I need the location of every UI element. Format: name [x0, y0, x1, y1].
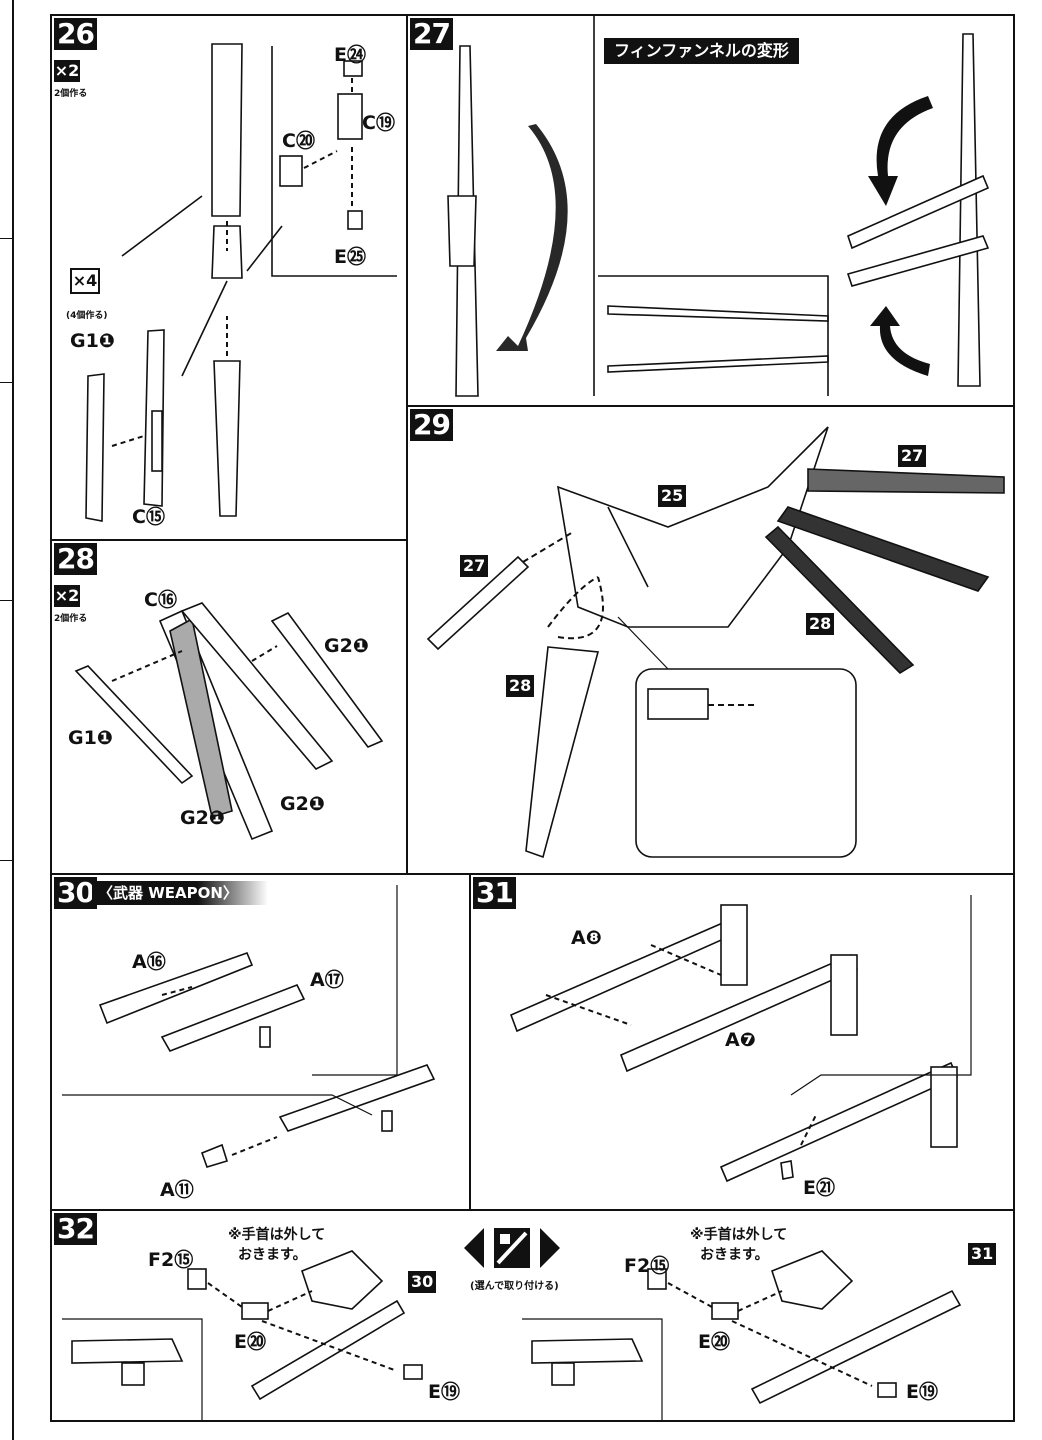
previous-page-edge: [0, 0, 14, 1440]
multiplier-badge: ×2: [54, 585, 80, 607]
part-label: E⑲: [906, 1381, 938, 1403]
part-label: C⑯: [144, 589, 177, 611]
step-number: 30: [54, 877, 97, 909]
section-title: フィンファンネルの変形: [604, 38, 799, 64]
step-31-illustration: [509, 895, 972, 1183]
step-30-illustration: [62, 885, 436, 1168]
step-31-panel: 31 A❽ A❼ E㉑: [469, 873, 1015, 1211]
wrist-note-left: ※手首は外して おきます。: [228, 1225, 325, 1265]
section-title: 〈武器 WEAPON〉: [92, 881, 268, 905]
step-29-illustration: [426, 426, 1005, 859]
step-26-panel: 26 ×2 2個作る ×4 (4個作る): [50, 14, 408, 541]
part-label: E⑲: [428, 1381, 460, 1403]
step-number: 29: [410, 409, 453, 441]
part-label: A⑪: [160, 1179, 194, 1201]
step-reference: 28: [806, 613, 835, 635]
edge-divider: [0, 600, 12, 601]
step-number: 28: [54, 543, 97, 575]
edge-divider: [0, 238, 12, 239]
multiplier-note-sub: (4個作る): [66, 311, 108, 321]
step-27-illustration: [447, 16, 990, 397]
multiplier-note: 2個作る: [54, 614, 88, 624]
note-line: ※手首は外して: [228, 1227, 326, 1243]
step-reference: 28: [506, 675, 535, 697]
step-30-panel: 30 〈武器 WEAPON〉 A⑯ A⑰ A⑪: [50, 873, 471, 1211]
part-label: G1❶: [70, 330, 115, 352]
step-reference: 25: [658, 485, 687, 507]
step-number: 27: [410, 18, 453, 50]
choose-one-icon: [464, 1228, 560, 1268]
part-label: A❼: [725, 1029, 756, 1051]
part-label: G1❶: [68, 727, 113, 749]
part-label: A❽: [571, 927, 602, 949]
step-reference: 27: [460, 555, 489, 577]
multiplier-badge-sub: ×4: [70, 268, 100, 294]
note-line: ※手首は外して: [690, 1227, 788, 1243]
part-label: G2❶: [324, 635, 369, 657]
step-32-illustration: [62, 1250, 962, 1420]
part-label: E⑳: [234, 1331, 266, 1353]
step-28-illustration: [74, 602, 384, 841]
part-label: C⑳: [282, 130, 315, 152]
edge-divider: [0, 382, 12, 383]
note-line: おきます。: [238, 1247, 307, 1263]
part-label: C⑲: [362, 112, 395, 134]
multiplier-badge: ×2: [54, 60, 80, 82]
step-number: 26: [54, 18, 97, 50]
part-label: E㉕: [334, 246, 366, 268]
part-label: G2❶: [280, 793, 325, 815]
step-27-panel: 27 フィンファンネルの変形: [406, 14, 1015, 407]
part-label: F2⑮: [624, 1255, 670, 1277]
step-29-panel: 29 25 27 27 28 28: [406, 405, 1015, 875]
step-number: 32: [54, 1213, 97, 1245]
step-28-panel: 28 ×2 2個作る C⑯ G2❶ G1❶ G2❶ G2❶: [50, 539, 408, 875]
part-label: F2⑮: [148, 1249, 194, 1271]
part-label: A⑯: [132, 951, 166, 973]
part-label: A⑰: [310, 969, 344, 991]
part-label: E㉑: [803, 1177, 835, 1199]
edge-divider: [0, 860, 12, 861]
swap-note: (選んで取り付ける): [470, 1281, 559, 1292]
step-reference: 30: [408, 1271, 437, 1293]
step-reference: 31: [968, 1243, 997, 1265]
note-line: おきます。: [700, 1247, 769, 1263]
wrist-note-right: ※手首は外して おきます。: [690, 1225, 787, 1265]
part-label: C⑮: [132, 506, 165, 528]
multiplier-note: 2個作る: [54, 89, 88, 99]
step-reference: 27: [898, 445, 927, 467]
step-32-panel: 32: [50, 1209, 1015, 1422]
part-label: E㉔: [334, 44, 366, 66]
part-label: E⑳: [698, 1331, 730, 1353]
step-26-illustration: [85, 43, 397, 522]
step-number: 31: [473, 877, 516, 909]
part-label: G2❶: [180, 807, 225, 829]
